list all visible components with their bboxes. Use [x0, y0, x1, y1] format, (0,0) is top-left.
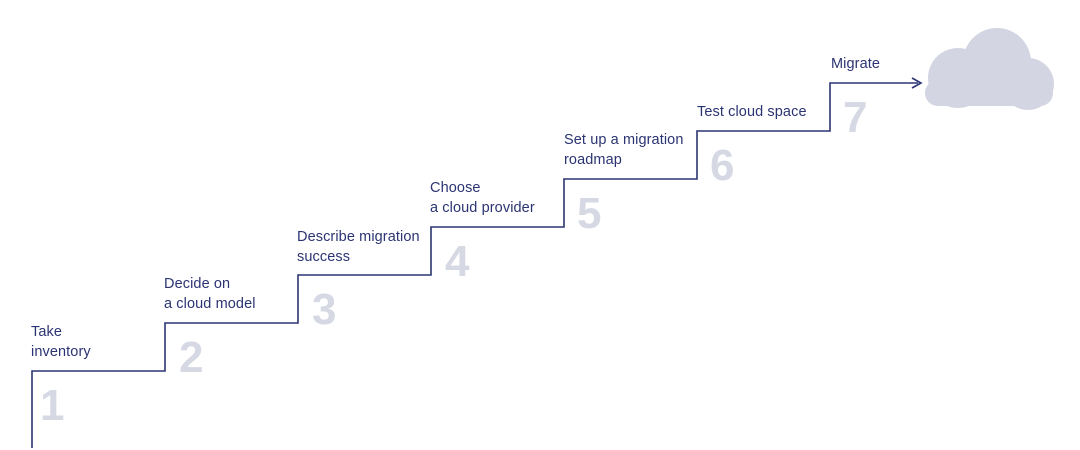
step-5-label-line-2: roadmap: [564, 152, 622, 168]
step-1-label: Take inventory: [31, 322, 91, 362]
step-4-number: 4: [445, 237, 470, 286]
step-5-number: 5: [577, 189, 602, 238]
step-4-label-line-2: a cloud provider: [430, 200, 535, 216]
step-4-label-line-1: Choose: [430, 180, 481, 196]
step-2-label-line-1: Decide on: [164, 276, 231, 292]
step-2-label: Decide on a cloud model: [164, 274, 256, 314]
step-3-number: 3: [312, 285, 337, 334]
step-1-label-line-2: inventory: [31, 344, 91, 360]
step-2-label-line-2: a cloud model: [164, 296, 256, 312]
step-7-number: 7: [843, 93, 868, 142]
step-6-label: Test cloud space: [697, 102, 807, 122]
step-4-label: Choose a cloud provider: [430, 178, 535, 218]
cloud-icon: [925, 28, 1054, 110]
step-6-number: 6: [710, 141, 735, 190]
arrow-head-icon: [911, 77, 923, 89]
step-1-number: 1: [40, 381, 65, 430]
step-2-number: 2: [179, 333, 204, 382]
step-3-label-line-2: success: [297, 249, 351, 265]
step-7-label-line-1: Migrate: [831, 56, 881, 72]
step-6-label-line-1: Test cloud space: [697, 104, 807, 120]
step-7-label: Migrate: [831, 54, 880, 74]
step-1-label-line-1: Take: [31, 324, 63, 340]
step-5-label: Set up a migration roadmap: [564, 130, 683, 170]
step-5-label-line-1: Set up a migration: [564, 132, 684, 148]
step-3-label-line-1: Describe migration: [297, 229, 420, 245]
staircase-line: [31, 82, 918, 448]
step-3-label: Describe migration success: [297, 227, 420, 267]
